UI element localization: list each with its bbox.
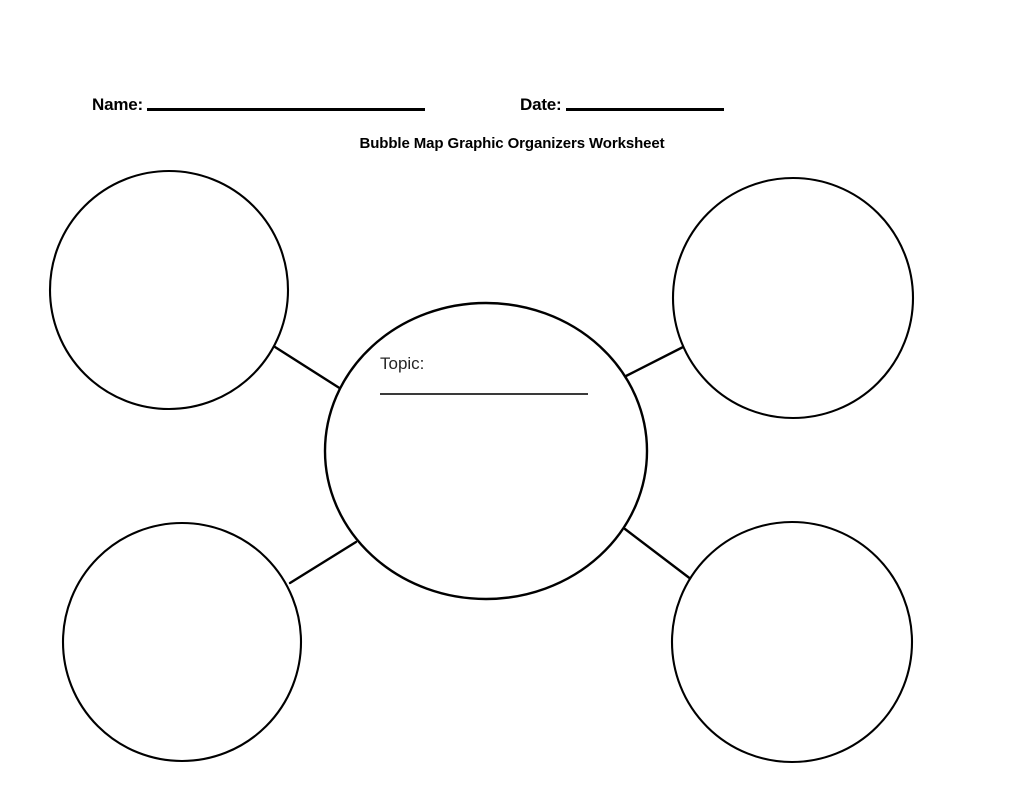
topic-block: Topic: — [380, 355, 595, 395]
connector-top-right — [624, 342, 691, 378]
topic-label: Topic: — [380, 354, 425, 373]
date-label: Date: — [520, 95, 562, 114]
name-write-in-line[interactable] — [146, 108, 425, 111]
connector-top-left — [273, 345, 343, 391]
bubble-bottom-left[interactable] — [61, 521, 303, 763]
connector-bottom-right — [623, 527, 698, 585]
date-write-in-line[interactable] — [565, 108, 724, 111]
bubble-top-right[interactable] — [671, 176, 915, 420]
connector-bottom-left — [288, 540, 358, 585]
bubble-top-left[interactable] — [48, 169, 290, 411]
bubble-bottom-right[interactable] — [670, 520, 914, 764]
name-label: Name: — [92, 95, 143, 114]
name-field[interactable]: Name: — [92, 96, 425, 113]
date-field[interactable]: Date: — [520, 96, 724, 113]
topic-write-in-line[interactable] — [380, 393, 588, 395]
center-topic-bubble[interactable] — [323, 301, 649, 601]
page-title: Bubble Map Graphic Organizers Worksheet — [359, 135, 665, 152]
